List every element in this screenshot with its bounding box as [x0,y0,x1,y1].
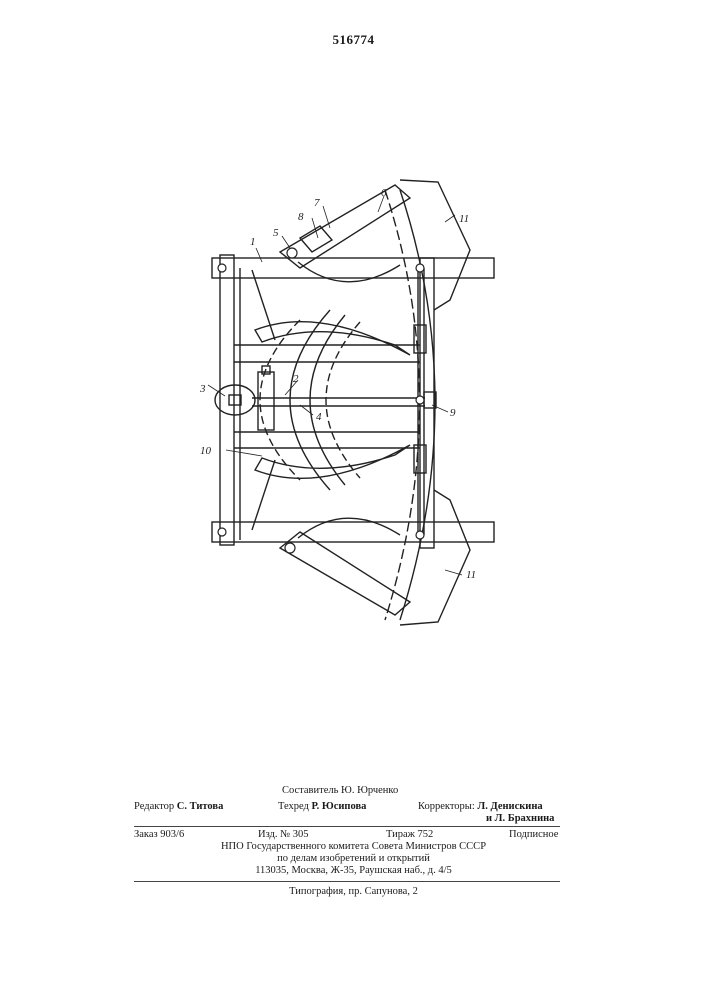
printer-line: Типография, пр. Сапунова, 2 [0,886,707,897]
edition-number: Изд. № 305 [258,829,309,840]
fig-label-10: 10 [200,445,212,457]
address-line: 113035, Москва, Ж-35, Раушская наб., д. … [0,865,707,876]
fig-label-11-top: 11 [459,213,469,225]
divider-top [134,826,560,827]
pivot-upper [287,248,297,258]
fig-label-2: 2 [293,373,299,385]
org-line-1: НПО Государственного комитета Совета Мин… [0,841,707,852]
fig-label-6: 6 [381,187,387,199]
compiler-line: Составитель Ю. Юрченко [282,785,398,796]
hydraulic-cylinder [258,372,274,430]
drive-housing [215,385,255,415]
order-number: Заказ 903/6 [134,829,184,840]
lower-arm [280,532,410,615]
fig-label-8: 8 [298,211,304,223]
editor-line: Редактор С. Титова [134,801,223,812]
subscription: Подписное [509,829,558,840]
fig-label-7: 7 [314,197,320,209]
fig-label-1: 1 [250,236,256,248]
lower-jaw [255,445,410,478]
proofreaders-line-2: и Л. Брахнина [486,813,554,824]
fig-label-9: 9 [450,407,456,419]
fig-label-4: 4 [316,411,322,423]
print-run: Тираж 752 [386,829,433,840]
fig-label-3: 3 [199,383,206,395]
upper-arm [280,185,410,268]
techred-line: Техред Р. Юсипова [278,801,366,812]
pivot-lower [285,543,295,553]
upper-jaw [255,322,410,355]
divider-bottom [134,881,560,882]
fig-label-5: 5 [273,227,279,239]
left-frame-plate [220,255,234,545]
org-line-2: по делам изобретений и открытий [0,853,707,864]
fig-label-11-bottom: 11 [466,569,476,581]
proofreaders-line: Корректоры: Л. Денискина [418,801,543,812]
